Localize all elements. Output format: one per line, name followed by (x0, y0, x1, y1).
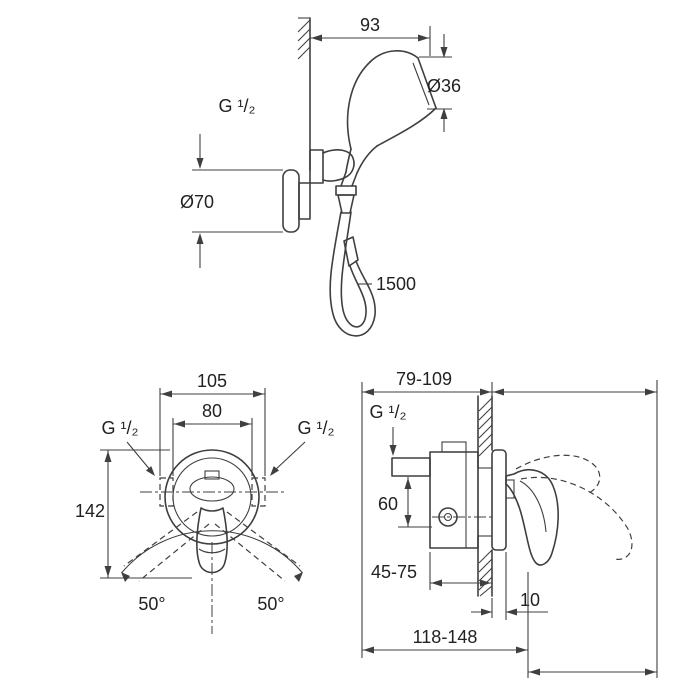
lever-front (196, 507, 228, 574)
dim-label-105: 105 (197, 371, 227, 391)
dim-label-36: Ø36 (427, 76, 461, 96)
thread-side-group: G ¹/₂ (370, 402, 407, 456)
dimension-60: 60 (378, 477, 432, 528)
dimension-105: 105 (159, 371, 266, 476)
dimension-79-109: 79-109 (362, 369, 657, 396)
cartridge-cap (189, 476, 235, 502)
dimension-93: 93 (310, 15, 431, 56)
angle-label-left: 50° (138, 594, 165, 614)
dimension-80: 80 (172, 401, 253, 476)
dim-label-93: 93 (360, 15, 380, 35)
dimension-1500: 1500 (358, 274, 416, 294)
dimension-10: 10 (471, 552, 548, 620)
angle-label-right: 50° (257, 594, 284, 614)
dimension-142: 142 (75, 449, 192, 579)
dimension-70: Ø70 (180, 134, 283, 268)
dim-label-80: 80 (202, 401, 222, 421)
shower-holder-bracket (309, 149, 355, 184)
escutcheon-side (491, 449, 515, 551)
dimension-45-75: 45-75 (371, 552, 492, 590)
dimension-118-148: 118-148 (362, 572, 657, 678)
wall-line-top (297, 17, 311, 171)
hand-shower-top-view: 93 (180, 15, 461, 337)
thread-label-side: G ¹/₂ (370, 402, 407, 422)
escutcheon-outer (164, 449, 260, 545)
dim-label-10: 10 (520, 590, 540, 610)
shower-hose (329, 211, 376, 337)
wall-hatching (297, 19, 311, 60)
thread-left-group: G ¹/₂ (102, 418, 155, 476)
lever-side (505, 469, 559, 566)
wall-union (282, 169, 311, 233)
dim-label-79-109: 79-109 (396, 369, 452, 389)
thread-label-left: G ¹/₂ (102, 418, 139, 438)
wall-section (477, 395, 493, 597)
lever-side-swing-dashed (515, 454, 633, 560)
wall-hatching-side (478, 397, 493, 597)
dim-label-1500: 1500 (376, 274, 416, 294)
supply-unions-front (140, 477, 285, 507)
dim-label-60: 60 (378, 494, 398, 514)
thread-right-group: G ¹/₂ (270, 418, 335, 476)
dim-label-70: Ø70 (180, 192, 214, 212)
thread-label-top: G ¹/₂ (219, 96, 256, 116)
escutcheon-inner (172, 457, 252, 537)
thread-label-right: G ¹/₂ (298, 418, 335, 438)
hand-shower-head (335, 50, 437, 214)
dimension-36: Ø36 (419, 34, 461, 132)
dim-label-45-75: 45-75 (371, 562, 417, 582)
dim-label-142: 142 (75, 501, 105, 521)
dim-label-118-148: 118-148 (413, 627, 478, 647)
mixer-front-view: 105 80 G ¹/₂ G ¹/₂ (75, 371, 335, 634)
lever-swing-dashed (123, 511, 301, 582)
mixer-side-view: 79-109 G ¹/₂ (361, 369, 658, 678)
cap-notch (204, 470, 220, 480)
swing-angle-dimension: 50° 50° (121, 530, 303, 634)
